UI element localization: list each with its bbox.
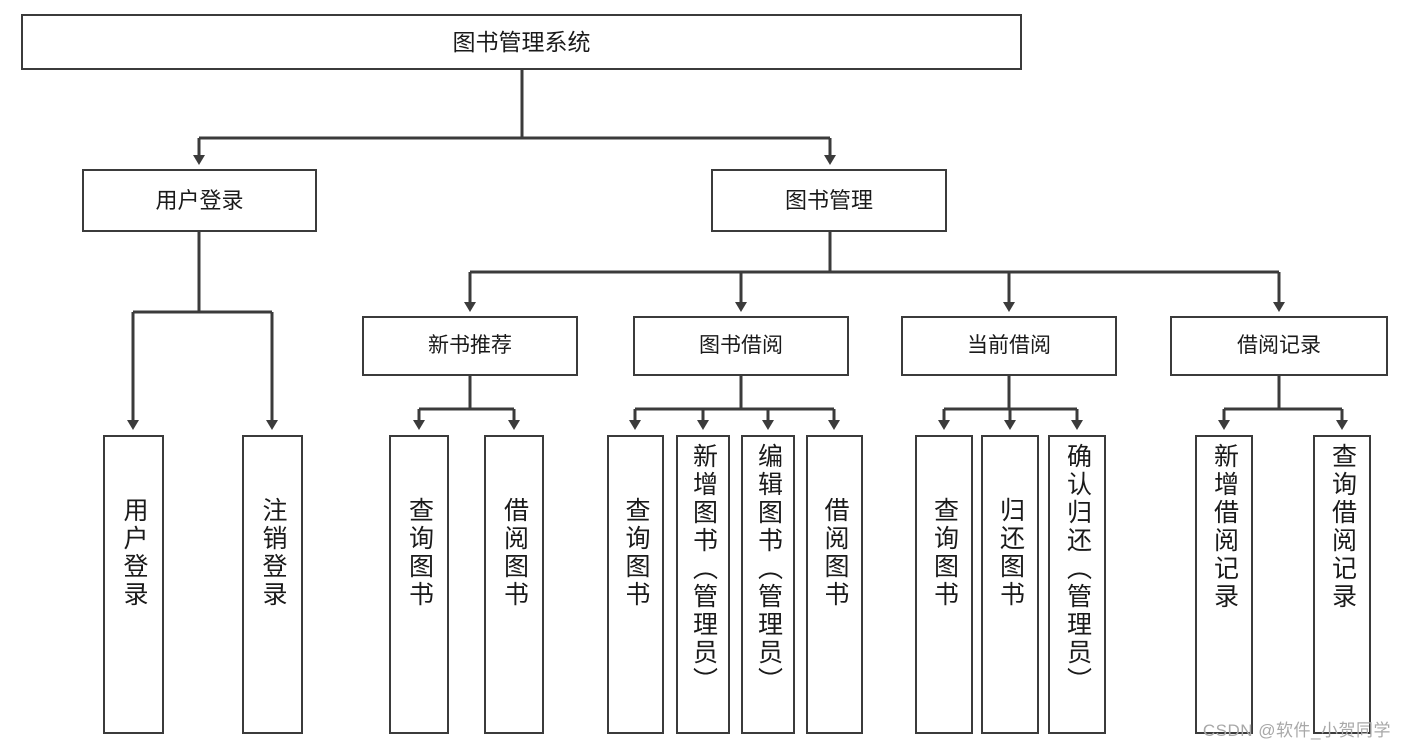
node-leaf-borrow-book-new[interactable]: 借阅图书 — [484, 435, 544, 734]
node-borrow-records-label: 借阅记录 — [1237, 333, 1321, 357]
node-leaf-return-book[interactable]: 归还图书 — [981, 435, 1039, 734]
node-current-borrow[interactable]: 当前借阅 — [901, 316, 1117, 376]
node-root[interactable]: 图书管理系统 — [21, 14, 1022, 70]
node-leaf-query-book-borrow-label: 查询图书 — [622, 497, 650, 609]
node-leaf-borrow-book[interactable]: 借阅图书 — [806, 435, 863, 734]
node-book-management-label: 图书管理 — [784, 187, 873, 213]
node-leaf-query-book-borrow[interactable]: 查询图书 — [607, 435, 664, 734]
node-user-login[interactable]: 用户登录 — [82, 169, 317, 232]
node-book-management[interactable]: 图书管理 — [711, 169, 947, 232]
node-leaf-query-borrow-record[interactable]: 查询借阅记录 — [1313, 435, 1371, 734]
node-leaf-add-book-admin[interactable]: 新增图书（管理员） — [676, 435, 730, 734]
node-root-label: 图书管理系统 — [452, 28, 591, 55]
node-leaf-logout-label: 注销登录 — [259, 497, 287, 609]
node-new-book-recommend-label: 新书推荐 — [428, 333, 512, 357]
node-leaf-user-login[interactable]: 用户登录 — [103, 435, 164, 734]
node-book-borrow[interactable]: 图书借阅 — [633, 316, 849, 376]
node-leaf-logout[interactable]: 注销登录 — [242, 435, 303, 734]
node-book-borrow-label: 图书借阅 — [699, 333, 783, 357]
node-leaf-query-book-new[interactable]: 查询图书 — [389, 435, 449, 734]
node-leaf-edit-book-admin-label: 编辑图书（管理员） — [754, 443, 783, 695]
node-leaf-edit-book-admin[interactable]: 编辑图书（管理员） — [741, 435, 795, 734]
node-leaf-add-borrow-record-label: 新增借阅记录 — [1210, 443, 1239, 611]
node-leaf-borrow-book-new-label: 借阅图书 — [500, 497, 529, 609]
node-leaf-borrow-book-label: 借阅图书 — [821, 497, 849, 609]
node-leaf-return-book-label: 归还图书 — [996, 497, 1025, 609]
node-leaf-query-borrow-record-label: 查询借阅记录 — [1328, 443, 1357, 611]
node-leaf-query-book-current-label: 查询图书 — [930, 497, 959, 609]
node-leaf-add-borrow-record[interactable]: 新增借阅记录 — [1195, 435, 1253, 734]
node-leaf-add-book-admin-label: 新增图书（管理员） — [689, 443, 718, 695]
node-current-borrow-label: 当前借阅 — [967, 333, 1051, 357]
node-user-login-label: 用户登录 — [155, 187, 244, 213]
node-new-book-recommend[interactable]: 新书推荐 — [362, 316, 578, 376]
node-leaf-confirm-return-admin[interactable]: 确认归还（管理员） — [1048, 435, 1106, 734]
node-borrow-records[interactable]: 借阅记录 — [1170, 316, 1388, 376]
node-leaf-query-book-current[interactable]: 查询图书 — [915, 435, 973, 734]
node-leaf-user-login-label: 用户登录 — [120, 497, 148, 609]
node-leaf-query-book-new-label: 查询图书 — [405, 497, 434, 609]
node-leaf-confirm-return-admin-label: 确认归还（管理员） — [1063, 443, 1092, 695]
